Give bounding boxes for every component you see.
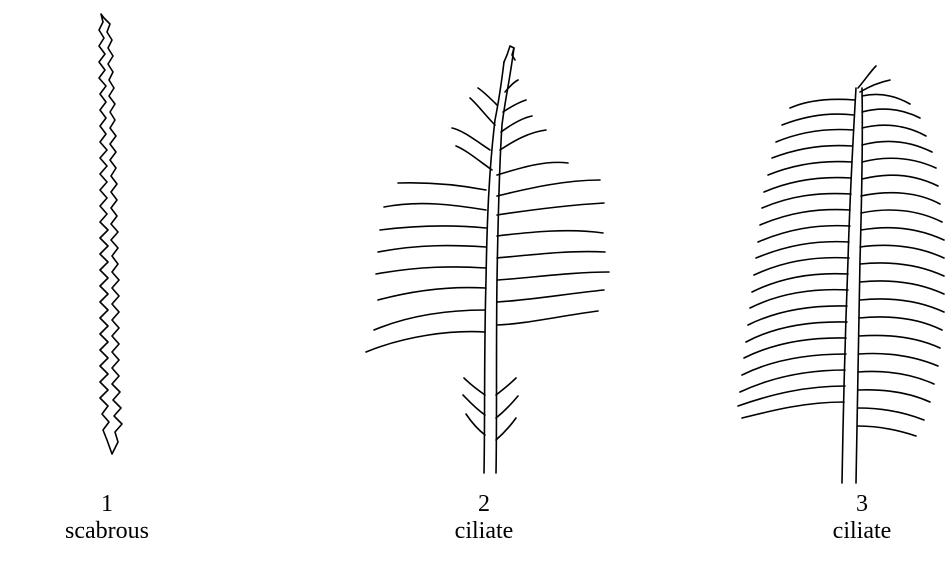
figure-term-label: scabrous [27, 518, 187, 545]
hair-stroke [859, 317, 942, 330]
hair-stroke [859, 335, 940, 348]
hair-stroke [860, 263, 944, 276]
hair-stroke [860, 299, 944, 312]
hair-stroke [376, 267, 486, 274]
hair-stroke [740, 370, 845, 392]
hair-stroke [760, 210, 850, 225]
hair-stroke [754, 258, 849, 275]
hair-stroke [470, 98, 495, 125]
hair-stroke [742, 354, 846, 375]
hair-stroke [858, 426, 916, 436]
hair-stroke [497, 290, 604, 302]
hair-stroke [861, 210, 942, 222]
hair-stroke [380, 226, 486, 230]
hair-stroke [501, 116, 532, 132]
hair-stroke [478, 88, 497, 105]
hair-stroke [378, 246, 486, 252]
caption-figure-2: 2 ciliate [404, 491, 564, 545]
hair-stroke [497, 231, 603, 236]
hair-stroke [384, 204, 486, 210]
hair-stroke [860, 245, 944, 258]
hair-stroke [497, 180, 600, 196]
hair-stroke [456, 146, 492, 170]
hair-stroke [505, 80, 518, 92]
ciliate-hair-drawing-dense [738, 66, 944, 483]
hair-stroke [768, 162, 852, 175]
hair-stroke [497, 311, 598, 325]
hair-stroke [858, 390, 930, 402]
hair-stroke [782, 114, 854, 125]
hair-stroke [366, 332, 485, 352]
figure-number: 3 [782, 491, 942, 518]
hair-stroke [463, 395, 485, 415]
hair-stroke [378, 288, 486, 301]
hair-stroke [500, 130, 546, 150]
hair-stroke [466, 414, 485, 435]
scabrous-bristle-drawing [99, 14, 122, 454]
figure-number: 1 [27, 491, 187, 518]
hair-stroke [503, 100, 526, 112]
central-axis-left-edge [842, 88, 856, 483]
hair-stroke [398, 183, 486, 190]
hair-stroke [764, 178, 851, 192]
figure-term-label: ciliate [782, 518, 942, 545]
hair-stroke [496, 418, 516, 440]
hair-stroke [496, 378, 516, 395]
figure-number: 2 [404, 491, 564, 518]
central-axis-right-edge [856, 88, 862, 483]
hair-stroke [862, 141, 932, 152]
ciliate-hair-drawing-sparse [366, 46, 609, 473]
hair-stroke [497, 203, 604, 215]
hair-stroke [756, 242, 849, 258]
hair-stroke [497, 272, 609, 280]
hair-stroke [861, 193, 940, 204]
hair-stroke [860, 281, 944, 294]
scabrous-bristle-outline [99, 14, 122, 454]
hair-stroke [862, 175, 938, 186]
hair-stroke [464, 378, 485, 395]
hair-stroke [776, 130, 853, 143]
hair-stroke [862, 158, 936, 168]
hair-stroke [762, 194, 851, 208]
hair-stroke [858, 408, 924, 420]
caption-figure-3: 3 ciliate [782, 491, 942, 545]
hair-stroke [860, 80, 890, 92]
hair-stroke [497, 162, 568, 175]
hair-stroke [497, 252, 605, 258]
hair-stroke [746, 322, 847, 342]
hair-stroke [859, 354, 938, 367]
hair-stroke [862, 109, 920, 118]
hair-stroke [758, 226, 850, 242]
figure-term-label: ciliate [404, 518, 564, 545]
hair-stroke [858, 372, 934, 385]
hair-stroke [496, 396, 518, 418]
hair-stroke [790, 99, 855, 108]
hair-stroke [742, 402, 844, 418]
hair-stroke [772, 146, 852, 159]
hair-stroke [861, 228, 944, 240]
caption-figure-1: 1 scabrous [27, 491, 187, 545]
hair-stroke [374, 310, 485, 330]
hair-stroke [862, 125, 926, 136]
hair-stroke [862, 94, 910, 104]
